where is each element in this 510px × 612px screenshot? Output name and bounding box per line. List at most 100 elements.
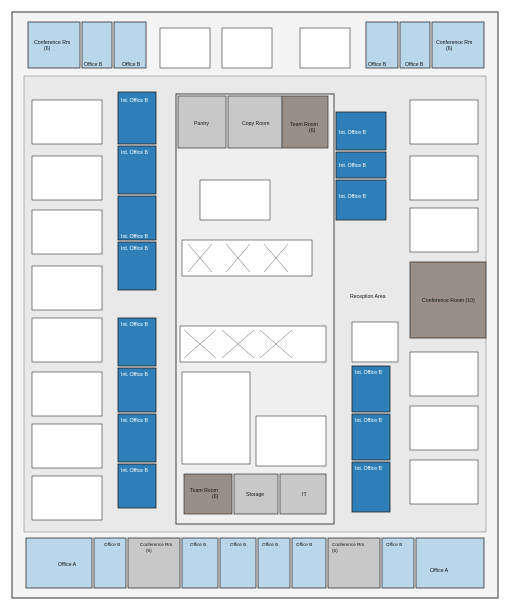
elevator-x-4b bbox=[183, 329, 217, 359]
conf-room-bottom-1[interactable] bbox=[127, 537, 181, 589]
int-office-right-5-label: Int. Office B bbox=[355, 418, 383, 424]
workstation-left-8 bbox=[31, 475, 103, 521]
office-b-bottom-1-label: Office B bbox=[104, 542, 120, 547]
restroom-block bbox=[199, 179, 271, 221]
conf-room-bottom-1-label: Conference Rm bbox=[140, 542, 172, 547]
workstation-left-1 bbox=[31, 99, 103, 145]
storage-room-label: Storage bbox=[246, 492, 264, 498]
conf-room-top-left[interactable] bbox=[27, 21, 81, 69]
int-office-right-2[interactable] bbox=[335, 151, 387, 179]
int-office-left-2[interactable] bbox=[117, 145, 157, 195]
int-office-left-7-label: Int. Office B bbox=[121, 418, 149, 424]
left-int-offices: Int. Office B Int. Office B Int. Office … bbox=[117, 91, 157, 509]
conf-room-bottom-2-cap: (6) bbox=[332, 548, 338, 553]
int-office-left-1[interactable] bbox=[117, 91, 157, 145]
workstation-right-2 bbox=[409, 155, 479, 201]
int-office-left-1-label: Int. Office B bbox=[121, 98, 149, 104]
int-office-left-8-label: Int. Office B bbox=[121, 468, 149, 474]
int-office-left-6[interactable] bbox=[117, 367, 157, 413]
reception-desk bbox=[351, 321, 399, 363]
workstation-right-6 bbox=[409, 459, 479, 505]
int-office-right-3-label: Int. Office B bbox=[339, 194, 367, 200]
elevator-bank-bottom bbox=[179, 325, 327, 363]
team-room-top-label: Team Room bbox=[290, 122, 318, 128]
office-b-top-right-2-label: Office B bbox=[405, 62, 424, 68]
pantry-label: Pantry bbox=[194, 121, 209, 127]
int-office-right-4-label: Int. Office B bbox=[355, 370, 383, 376]
workstation-right-1 bbox=[409, 99, 479, 145]
conf-room-top-right-cap: (6) bbox=[446, 46, 453, 52]
pantry[interactable] bbox=[177, 95, 227, 149]
office-b-top-left-1-label: Office B bbox=[84, 62, 103, 68]
conf-room-bottom-1-cap: (6) bbox=[146, 548, 152, 553]
workstation-top-3 bbox=[299, 27, 351, 69]
office-b-top-right-2[interactable] bbox=[399, 21, 431, 69]
int-office-right-1-label: Int. Office B bbox=[339, 130, 367, 136]
it-room-label: IT bbox=[302, 492, 307, 498]
office-b-bottom-6-label: Office B bbox=[386, 542, 402, 547]
int-office-left-7[interactable] bbox=[117, 413, 157, 463]
office-a-bottom-right[interactable] bbox=[415, 537, 485, 589]
workstation-left-2 bbox=[31, 155, 103, 201]
team-room-bottom[interactable] bbox=[183, 473, 233, 515]
int-office-left-2-label: Int. Office B bbox=[121, 150, 149, 156]
office-b-top-right-1[interactable] bbox=[365, 21, 399, 69]
workstation-right-4 bbox=[409, 351, 479, 397]
team-room-top[interactable] bbox=[281, 95, 329, 149]
int-office-left-4[interactable] bbox=[117, 241, 157, 291]
top-strip: Conference Rm (6) Office B Office B Offi… bbox=[27, 21, 485, 69]
conf-room-right-label: Conference Room (10) bbox=[422, 298, 475, 304]
workstation-right-5 bbox=[409, 405, 479, 451]
office-b-top-left-1[interactable] bbox=[81, 21, 113, 69]
office-b-bottom-5[interactable] bbox=[291, 537, 327, 589]
office-b-bottom-3-label: Office B bbox=[230, 542, 246, 547]
workstation-left-4 bbox=[31, 265, 103, 311]
office-b-bottom-4[interactable] bbox=[257, 537, 291, 589]
storage-room[interactable] bbox=[233, 473, 279, 515]
workstation-right-3 bbox=[409, 207, 479, 253]
elevator-x-1b bbox=[187, 243, 213, 273]
office-b-bottom-1[interactable] bbox=[93, 537, 127, 589]
int-office-left-5[interactable] bbox=[117, 317, 157, 367]
stair-bottom bbox=[181, 371, 251, 465]
int-office-right-1[interactable] bbox=[335, 111, 387, 151]
workstation-top-1 bbox=[159, 27, 211, 69]
elevator-x-2b bbox=[225, 243, 251, 273]
right-workstations: Conference Room (10) bbox=[409, 99, 487, 505]
left-workstations bbox=[31, 99, 103, 521]
bottom-strip: Office A Office B Conference Rm (6) Offi… bbox=[25, 537, 485, 589]
copy-room-label: Copy Room bbox=[242, 121, 269, 127]
int-office-right-5[interactable] bbox=[351, 413, 391, 461]
office-b-bottom-2[interactable] bbox=[181, 537, 219, 589]
int-office-left-3[interactable] bbox=[117, 195, 157, 241]
workstation-top-2 bbox=[221, 27, 273, 69]
workstation-left-5 bbox=[31, 317, 103, 363]
office-b-bottom-4-label: Office B bbox=[262, 542, 278, 547]
int-office-right-3[interactable] bbox=[335, 179, 387, 221]
conf-room-bottom-2[interactable] bbox=[327, 537, 381, 589]
int-office-right-2-label: Int. Office B bbox=[339, 163, 367, 169]
conf-room-top-right[interactable] bbox=[431, 21, 485, 69]
office-b-top-right-1-label: Office B bbox=[368, 62, 387, 68]
int-office-right-4[interactable] bbox=[351, 365, 391, 413]
team-room-bottom-cap: (6) bbox=[212, 494, 219, 500]
int-office-right-6[interactable] bbox=[351, 461, 391, 513]
conf-room-right[interactable] bbox=[409, 261, 487, 339]
office-b-bottom-3[interactable] bbox=[219, 537, 257, 589]
office-b-bottom-5-label: Office B bbox=[296, 542, 312, 547]
it-room[interactable] bbox=[279, 473, 327, 515]
office-b-bottom-6[interactable] bbox=[381, 537, 415, 589]
int-office-left-4-label: Int. Office B bbox=[121, 246, 149, 252]
office-b-bottom-2-label: Office B bbox=[190, 542, 206, 547]
elevator-x-3b bbox=[263, 243, 289, 273]
elevator-x-5b bbox=[221, 329, 255, 359]
office-b-top-left-2[interactable] bbox=[113, 21, 147, 69]
int-office-left-8[interactable] bbox=[117, 463, 157, 509]
office-a-bottom-left[interactable] bbox=[25, 537, 93, 589]
office-a-bottom-left-label: Office A bbox=[58, 562, 77, 568]
right-int-offices-upper: Int. Office B Int. Office B Int. Office … bbox=[335, 111, 387, 221]
int-office-right-6-label: Int. Office B bbox=[355, 466, 383, 472]
conf-room-top-left-label: Conference Rm bbox=[34, 40, 70, 46]
right-int-offices-lower: Int. Office B Int. Office B Int. Office … bbox=[351, 365, 391, 513]
